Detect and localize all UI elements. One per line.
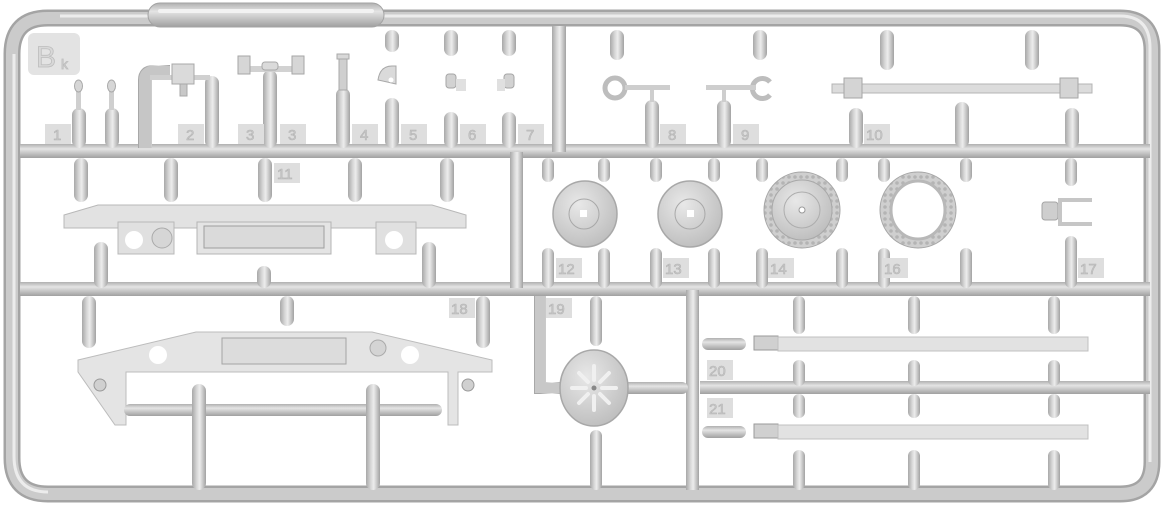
label-3a: 3 xyxy=(246,127,254,144)
part-19-spoked-disc[interactable] xyxy=(534,296,688,490)
label-16: 16 xyxy=(884,261,901,278)
label-21: 21 xyxy=(709,401,726,418)
part-18-group[interactable] xyxy=(77,296,493,490)
label-17: 17 xyxy=(1080,261,1097,278)
label-6: 6 xyxy=(468,127,476,144)
label-13: 13 xyxy=(665,261,682,278)
label-tab-1: 1 xyxy=(45,124,71,144)
label-2: 2 xyxy=(186,127,194,144)
label-tab-2: 2 xyxy=(178,124,204,144)
part-number-tabs: 1 2 3 3 4 5 6 7 8 9 10 11 12 13 14 16 17… xyxy=(45,124,1104,418)
label-tab-10: 10 xyxy=(864,124,890,144)
part-11-group[interactable] xyxy=(63,158,467,288)
label-tab-6: 6 xyxy=(460,124,486,144)
part-13-drum[interactable] xyxy=(650,158,723,288)
part-12-drum[interactable] xyxy=(542,158,618,288)
label-tab-13: 13 xyxy=(663,258,689,278)
part-6-group[interactable] xyxy=(444,30,466,148)
label-5: 5 xyxy=(409,127,417,144)
label-tab-3a: 3 xyxy=(238,124,264,144)
label-3b: 3 xyxy=(288,127,296,144)
part-20-strap[interactable] xyxy=(702,296,1089,386)
part-4-group[interactable] xyxy=(336,53,350,148)
label-18: 18 xyxy=(451,301,468,318)
label-tab-19: 19 xyxy=(546,298,572,318)
label-tab-7: 7 xyxy=(518,124,544,144)
label-8: 8 xyxy=(668,127,676,144)
part-7-group[interactable] xyxy=(497,30,516,148)
label-10: 10 xyxy=(866,127,883,144)
outer-runner xyxy=(3,2,1161,503)
label-tab-9: 9 xyxy=(733,124,759,144)
label-tab-14: 14 xyxy=(768,258,794,278)
label-19: 19 xyxy=(548,301,565,318)
label-tab-21: 21 xyxy=(707,398,733,418)
part-3-group[interactable] xyxy=(237,55,305,148)
part-5-group[interactable] xyxy=(377,30,399,148)
label-tab-4: 4 xyxy=(352,124,378,144)
label-11: 11 xyxy=(277,166,293,183)
label-tab-5: 5 xyxy=(401,124,427,144)
frame-letter: B xyxy=(36,41,56,74)
label-tab-11: 11 xyxy=(274,163,300,183)
label-tab-17: 17 xyxy=(1078,258,1104,278)
part-21-strap[interactable] xyxy=(702,394,1089,490)
part-8-group[interactable] xyxy=(602,30,670,148)
label-9: 9 xyxy=(741,127,749,144)
label-4: 4 xyxy=(360,127,368,144)
frame-suffix: k xyxy=(61,56,69,72)
label-7: 7 xyxy=(526,127,534,144)
part-2-group[interactable] xyxy=(138,63,219,148)
part-10-group[interactable] xyxy=(831,30,1093,148)
label-20: 20 xyxy=(709,363,726,380)
inner-runners xyxy=(20,26,1150,490)
label-tab-18: 18 xyxy=(449,298,475,318)
label-12: 12 xyxy=(558,261,575,278)
label-tab-16: 16 xyxy=(882,258,908,278)
label-tab-8: 8 xyxy=(660,124,686,144)
label-1: 1 xyxy=(53,127,61,144)
part-17-clevis[interactable] xyxy=(1041,158,1092,288)
label-tab-20: 20 xyxy=(707,360,733,380)
label-tab-3b: 3 xyxy=(280,124,306,144)
part-9-group[interactable] xyxy=(706,30,772,148)
label-14: 14 xyxy=(770,261,787,278)
frame-id-tab: B k xyxy=(28,33,80,75)
part-14-wheel[interactable] xyxy=(756,158,848,288)
part-1-group[interactable] xyxy=(72,79,119,148)
label-tab-12: 12 xyxy=(556,258,582,278)
